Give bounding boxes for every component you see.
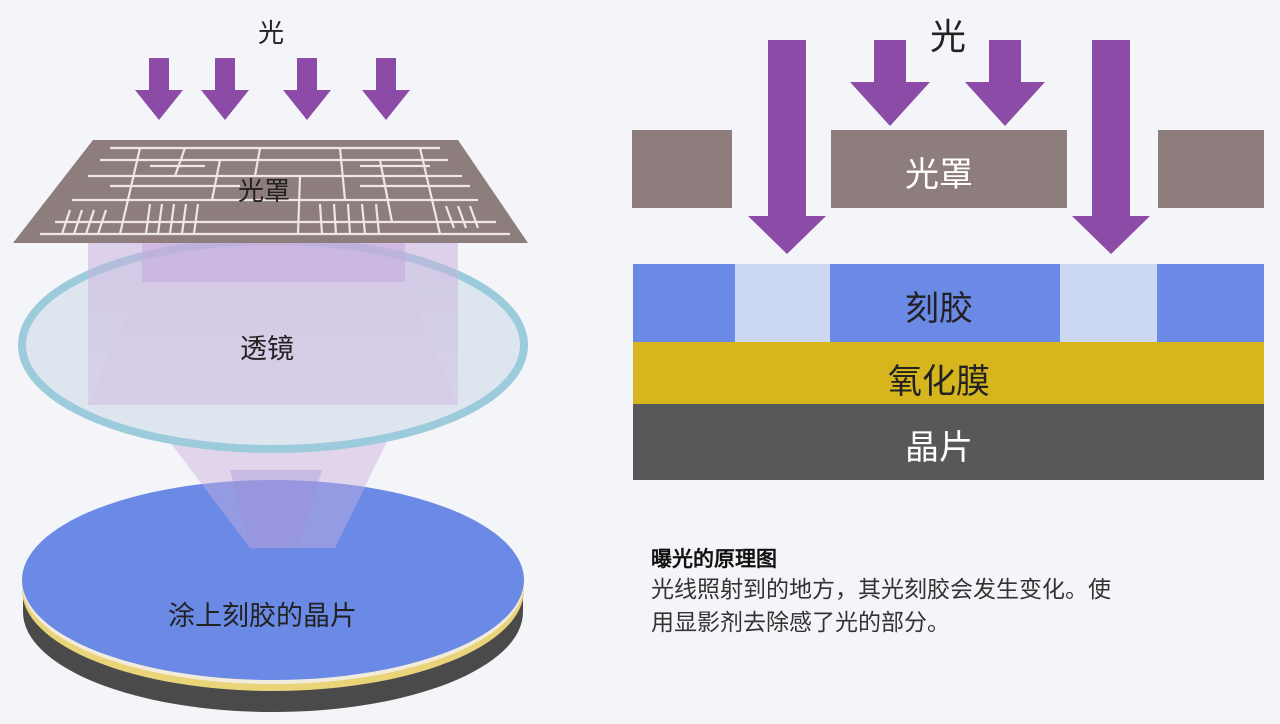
right-oxide-layer [633, 342, 1264, 404]
right-diagram [632, 40, 1264, 480]
down-arrow-icon [283, 58, 331, 120]
right-light-arrows [748, 40, 1150, 254]
caption-title: 曝光的原理图 [651, 547, 777, 571]
left-mask-label: 光罩 [238, 177, 291, 207]
caption-line-2: 用显影剂去除感了光的部分。 [651, 610, 950, 636]
left-diagram [13, 58, 528, 712]
down-arrow-icon [362, 58, 410, 120]
left-light-label: 光 [258, 19, 285, 49]
right-mask-right-block [1158, 130, 1264, 208]
left-light-arrows [135, 58, 410, 120]
right-wafer-layer [633, 404, 1264, 480]
down-arrow-icon [201, 58, 249, 120]
left-lens-label: 透镜 [240, 334, 294, 365]
right-light-label: 光 [930, 17, 967, 58]
left-wafer [22, 480, 524, 712]
down-arrow-icon [748, 40, 826, 254]
right-mask-label: 光罩 [905, 155, 973, 195]
exposed-photoresist-region [735, 264, 830, 342]
left-photomask [13, 140, 528, 243]
exposed-photoresist-region [1060, 264, 1157, 342]
down-arrow-icon [1072, 40, 1150, 254]
left-wafer-label: 涂上刻胶的晶片 [168, 601, 357, 632]
down-arrow-icon [965, 40, 1045, 126]
caption-line-1: 光线照射到的地方，其光刻胶会发生变化。使 [651, 577, 1111, 603]
right-photoresist-layer [633, 264, 1264, 342]
right-mask-left-block [632, 130, 732, 208]
right-photoresist-label: 刻胶 [905, 289, 973, 329]
right-mask-center-block [831, 130, 1067, 208]
right-oxide-label: 氧化膜 [888, 362, 990, 402]
left-light-beam-upper [88, 243, 458, 405]
diagram-caption: 曝光的原理图 光线照射到的地方，其光刻胶会发生变化。使 用显影剂去除感了光的部分… [651, 544, 1251, 640]
right-wafer-label: 晶片 [905, 428, 973, 468]
down-arrow-icon [135, 58, 183, 120]
down-arrow-icon [850, 40, 930, 126]
